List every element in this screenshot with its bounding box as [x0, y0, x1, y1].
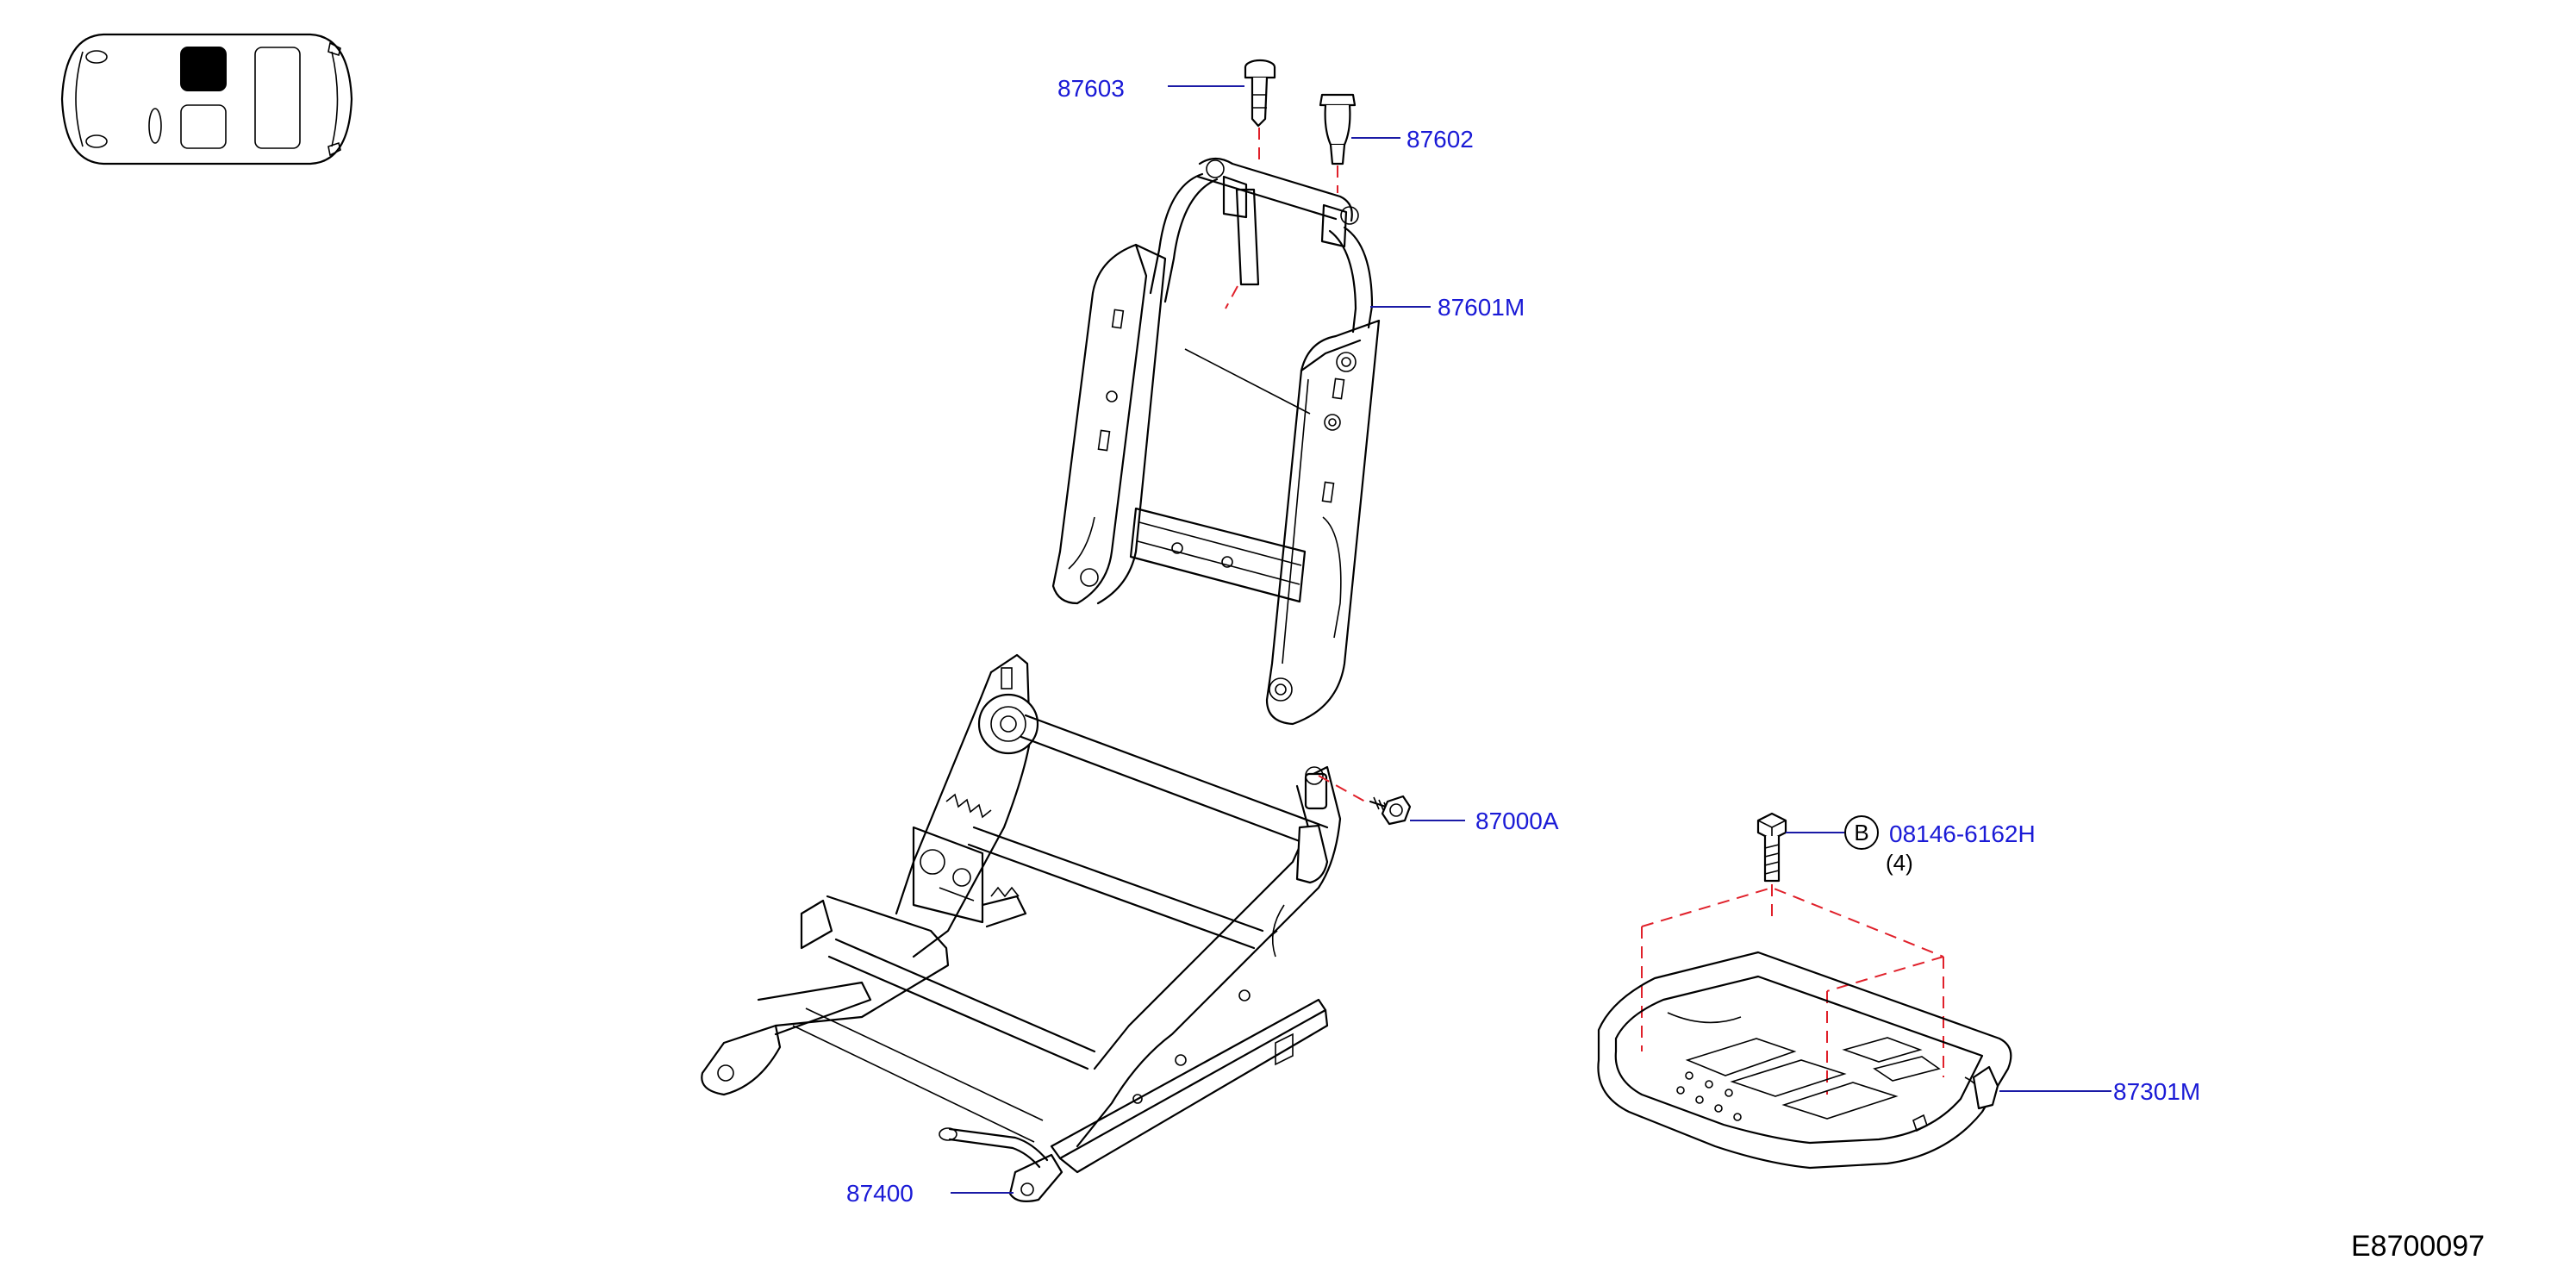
part-label-87400[interactable]: 87400: [846, 1180, 914, 1207]
part-label-87000a[interactable]: 87000A: [1475, 808, 1559, 834]
highlighted-seat-zone: [180, 47, 227, 91]
part-label-87301m[interactable]: 87301M: [2113, 1078, 2200, 1105]
part-label-08146-6162h[interactable]: 08146-6162H: [1889, 820, 2036, 847]
seat-back-frame-drawing: [1051, 157, 1381, 726]
seat-cushion-pan-drawing: [1597, 951, 2012, 1170]
headrest-guide-87603-drawing: [1244, 59, 1276, 128]
car-top-view-icon: [60, 33, 353, 165]
part-label-87602[interactable]: 87602: [1407, 126, 1474, 153]
circle-b-letter: B: [1854, 820, 1868, 845]
part-label-87601m[interactable]: 87601M: [1438, 294, 1525, 321]
part-label-87603[interactable]: 87603: [1057, 75, 1125, 102]
circle-b-badge: [1844, 815, 1879, 850]
quantity-label: (4): [1886, 850, 1913, 876]
seat-cushion-frame-drawing: [701, 653, 1342, 1202]
bolt-87000a-drawing: [1369, 795, 1412, 826]
diagram-code: E8700097: [2351, 1230, 2485, 1263]
bolt-08146-drawing: [1756, 812, 1787, 883]
headrest-guide-87602-drawing: [1319, 93, 1357, 165]
fastener-callout[interactable]: B 08146-6162H (4): [1844, 815, 2036, 876]
